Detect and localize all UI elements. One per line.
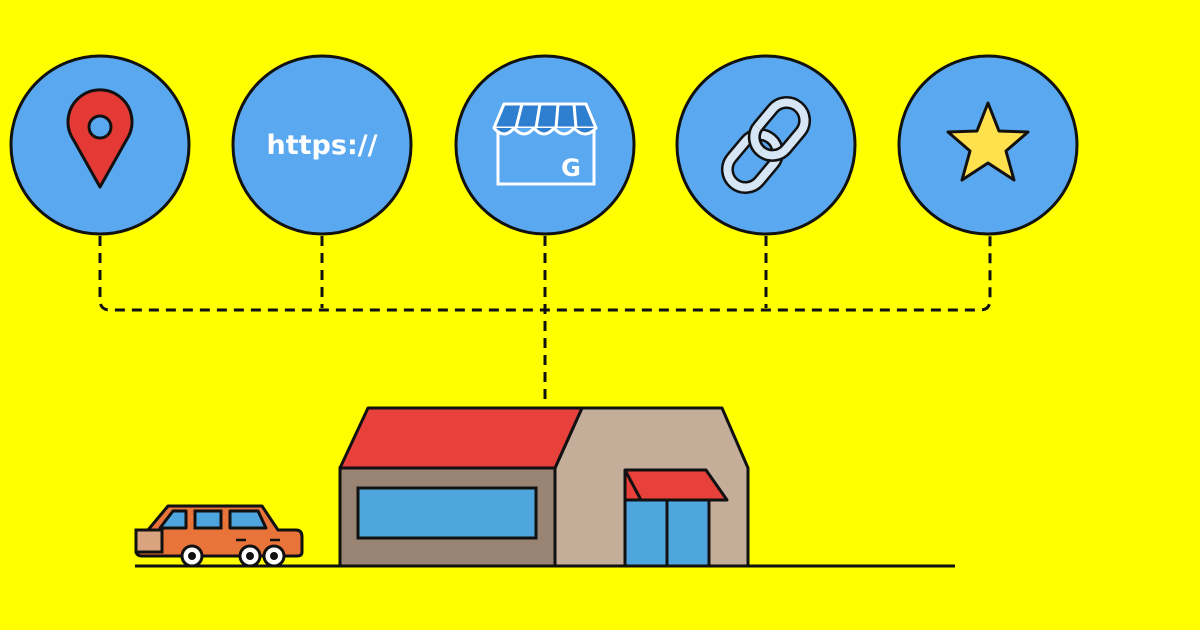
store-door [623,498,711,568]
store-awning [623,468,729,502]
car-wheel-front [180,544,204,568]
car [134,504,304,568]
store-building [338,406,750,568]
car-wheel-rear [238,544,262,568]
location-circle [9,54,191,236]
https-circle: https:// [231,54,413,236]
link-circle [675,54,857,236]
store-circle: G [454,54,636,236]
location-pin-icon [66,88,134,189]
star-icon [946,101,1030,182]
google-business-store-icon: G [492,102,598,186]
store-window [356,486,538,540]
google-g-label: G [561,154,581,182]
https-url-icon: https:// [267,130,378,161]
dashed-connectors [98,236,992,406]
star-circle [897,54,1079,236]
chain-link-icon [720,95,812,195]
